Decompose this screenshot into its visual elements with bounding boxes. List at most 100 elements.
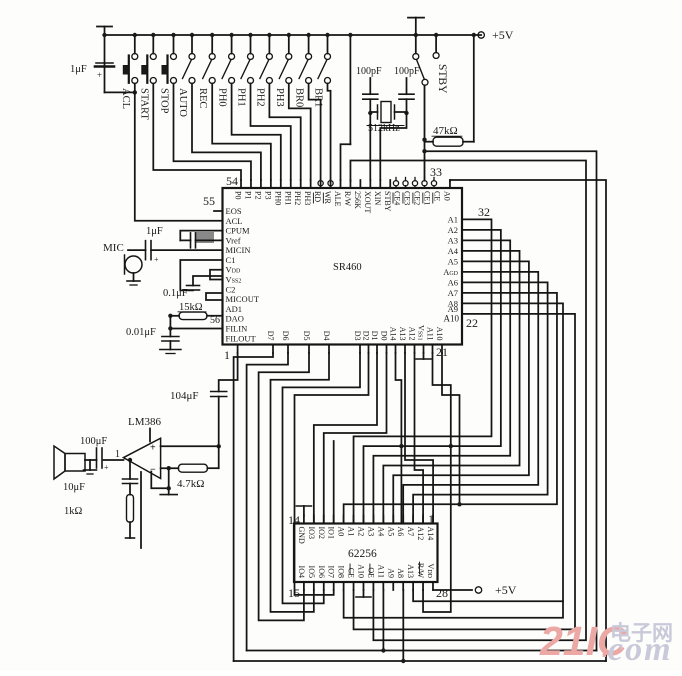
svg-text:D5: D5	[302, 331, 311, 341]
svg-text:100pF: 100pF	[394, 66, 420, 77]
svg-text:32: 32	[478, 205, 490, 219]
svg-text:PH1: PH1	[283, 191, 292, 205]
svg-text:CE: CE	[433, 191, 442, 201]
svg-text:D1: D1	[370, 331, 379, 341]
svg-text:100μF: 100μF	[80, 436, 107, 447]
svg-text:D6: D6	[281, 331, 290, 341]
svg-text:A14: A14	[426, 527, 435, 541]
svg-text:P2: P2	[253, 191, 262, 199]
svg-text:A7: A7	[448, 288, 458, 298]
svg-text:MIC: MIC	[103, 242, 124, 254]
svg-text:28: 28	[436, 586, 448, 600]
svg-text:15: 15	[288, 586, 300, 600]
svg-text:A0: A0	[337, 527, 346, 537]
svg-text:FILOUT: FILOUT	[226, 333, 257, 343]
svg-text:WR: WR	[323, 191, 332, 205]
svg-text:IO5: IO5	[307, 566, 316, 578]
svg-text:PH1: PH1	[236, 88, 247, 107]
svg-text:A3: A3	[448, 235, 458, 245]
svg-text:A11: A11	[376, 565, 385, 578]
svg-text:A1: A1	[347, 527, 356, 537]
svg-text:A2: A2	[356, 527, 365, 537]
svg-text:R/W: R/W	[416, 563, 425, 579]
svg-text:MICOUT: MICOUT	[226, 294, 260, 304]
svg-text:IO7: IO7	[327, 566, 336, 578]
svg-text:A10: A10	[356, 564, 365, 578]
svg-text:54: 54	[226, 174, 238, 188]
svg-text:100pF: 100pF	[356, 66, 382, 77]
svg-text:CE: CE	[347, 568, 356, 578]
svg-text:A12: A12	[408, 327, 417, 341]
svg-text:START: START	[138, 88, 149, 120]
svg-text:PH0: PH0	[273, 191, 282, 205]
svg-text:AUTO: AUTO	[177, 88, 188, 117]
svg-text:ACL: ACL	[120, 88, 131, 109]
svg-text:ACL: ACL	[226, 216, 243, 226]
svg-text:1: 1	[428, 512, 434, 526]
svg-text:CE4: CE4	[393, 191, 402, 205]
svg-text:PH3: PH3	[303, 191, 312, 205]
svg-text:IO6: IO6	[317, 566, 326, 578]
svg-text:A0: A0	[442, 191, 451, 201]
svg-text:+: +	[150, 443, 156, 454]
svg-text:A3: A3	[366, 527, 375, 537]
svg-text:A13: A13	[406, 564, 415, 578]
svg-text:STBY: STBY	[436, 64, 448, 94]
svg-text:电子网: 电子网	[610, 622, 673, 645]
svg-text:R/W: R/W	[343, 191, 352, 207]
svg-text:A11: A11	[426, 327, 435, 340]
svg-text:P3: P3	[263, 191, 272, 199]
svg-text:REC: REC	[197, 88, 208, 108]
svg-text:21IC: 21IC	[539, 618, 628, 664]
svg-text:D7: D7	[266, 331, 275, 341]
svg-text:+: +	[97, 70, 102, 80]
svg-text:A13: A13	[398, 327, 407, 341]
svg-text:+5V: +5V	[492, 28, 514, 42]
svg-text:PH2: PH2	[254, 88, 265, 107]
svg-text:A9: A9	[448, 304, 458, 314]
svg-text:IO4: IO4	[297, 566, 306, 578]
svg-text:AD1: AD1	[226, 304, 243, 314]
svg-text:DAO: DAO	[226, 314, 244, 324]
svg-text:A1: A1	[448, 214, 458, 224]
svg-text:FILIN: FILIN	[226, 323, 248, 333]
svg-text:55: 55	[203, 194, 215, 208]
svg-text:D4: D4	[322, 331, 331, 341]
svg-text:CE3: CE3	[403, 191, 412, 205]
svg-text:MICIN: MICIN	[226, 245, 251, 255]
svg-text:62256: 62256	[348, 548, 377, 560]
svg-text:A7: A7	[406, 527, 415, 537]
svg-text:VSS2: VSS2	[226, 275, 242, 285]
svg-text:A5: A5	[386, 527, 395, 537]
svg-text:A4: A4	[448, 246, 459, 256]
svg-text:A10: A10	[435, 327, 444, 341]
svg-text:VDD: VDD	[226, 265, 241, 275]
svg-text:1μF: 1μF	[146, 226, 163, 237]
svg-text:OE: OE	[366, 567, 375, 578]
svg-text:−: −	[150, 465, 156, 476]
svg-text:Vref: Vref	[226, 235, 241, 245]
svg-text:4.7kΩ: 4.7kΩ	[177, 478, 204, 490]
svg-text:47kΩ: 47kΩ	[433, 125, 458, 137]
svg-text:IO8: IO8	[337, 566, 346, 578]
svg-text:C1: C1	[226, 255, 236, 265]
svg-text:SR460: SR460	[333, 262, 362, 273]
svg-text:GND: GND	[297, 527, 306, 545]
svg-text:EOS: EOS	[226, 206, 242, 216]
svg-text:P1: P1	[243, 191, 252, 199]
svg-text:+5V: +5V	[495, 583, 517, 597]
svg-text:0.1μF: 0.1μF	[163, 288, 188, 299]
svg-text:A8: A8	[448, 298, 458, 308]
svg-text:1μF: 1μF	[70, 64, 87, 75]
svg-text:XIN: XIN	[373, 191, 382, 205]
svg-text:IO2: IO2	[317, 527, 326, 539]
svg-text:A10: A10	[444, 314, 460, 324]
svg-text:P0: P0	[234, 191, 243, 199]
svg-text:ALE: ALE	[333, 191, 342, 207]
svg-text:PH3: PH3	[274, 88, 285, 107]
svg-text:0.01μF: 0.01μF	[126, 327, 156, 338]
svg-text:A8: A8	[396, 568, 405, 578]
svg-text:C2: C2	[226, 284, 236, 294]
svg-text:D3: D3	[353, 331, 362, 341]
svg-text:A12: A12	[416, 527, 425, 541]
